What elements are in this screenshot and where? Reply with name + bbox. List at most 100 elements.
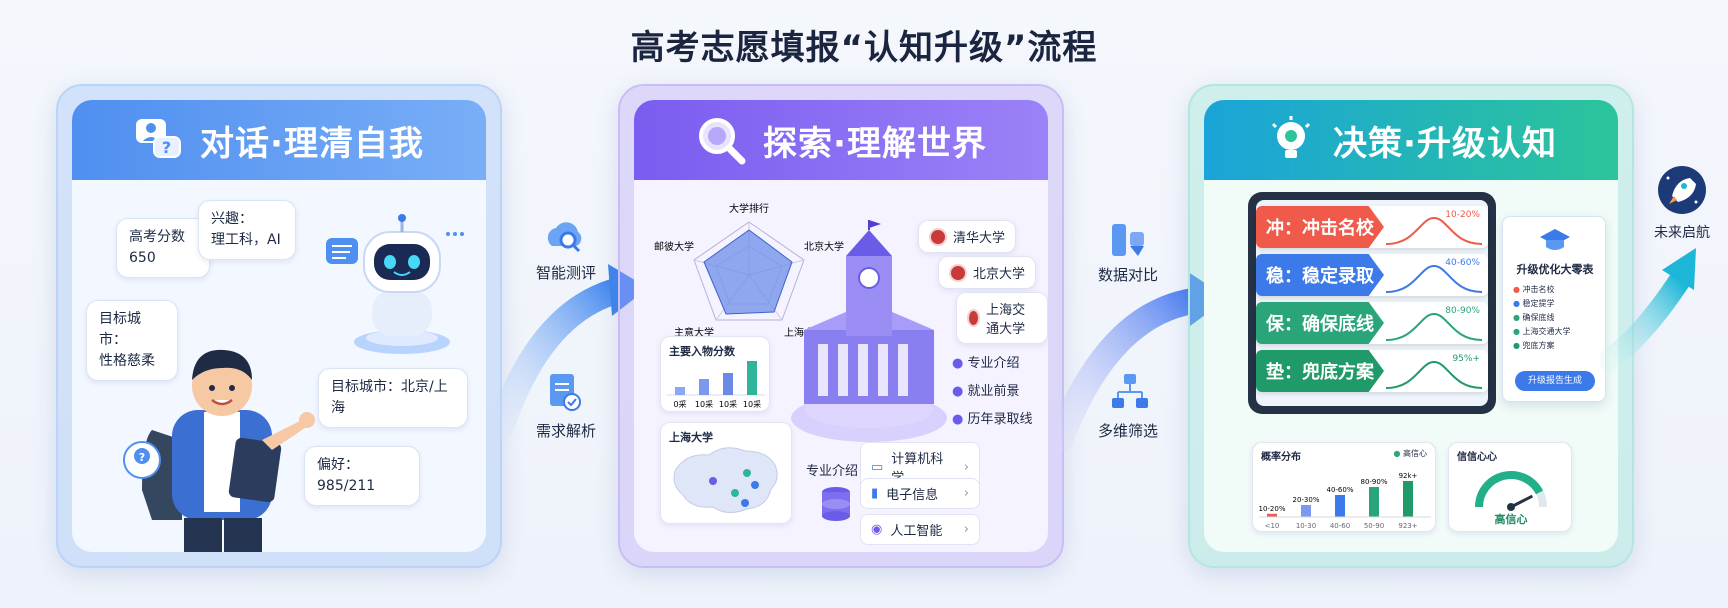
chat-question-icon: ? <box>136 119 182 158</box>
bubble-personality: 目标城市： 性格慈柔 <box>86 300 178 381</box>
label-future: 未来启航 <box>1654 225 1710 241</box>
majors-label: 专业介绍 <box>806 464 859 479</box>
probability-bar-label: 10-20% <box>1259 505 1286 513</box>
probability-bar-label: 92k+ <box>1399 472 1418 480</box>
radar-label-bottom-left: 主意大学 <box>674 326 714 339</box>
report-item: 上海交通大学 <box>1522 327 1571 336</box>
panel-explore-header: 探索·理解世界 <box>634 100 1048 180</box>
label-smart-assessment: 智能测评 <box>535 264 596 282</box>
confidence-label: 高信心 <box>1494 513 1528 526</box>
probability-tick: <10 <box>1265 522 1280 530</box>
generate-report-button[interactable]: 升级报告生成 <box>1515 371 1595 391</box>
majors-list: ▭ 计算机科学 › ▮ 电子信息 › ◉ 人工智能 › <box>860 442 990 545</box>
bubble-score: 高考分数 650 <box>116 218 210 278</box>
lightbulb-gear-icon <box>1271 116 1311 158</box>
strategy-label: 冲：冲击名校 <box>1256 206 1384 248</box>
monitor-icon: ▭ <box>871 459 884 475</box>
bubble-target-city: 目标城市：北京/上海 <box>318 368 468 428</box>
strategy-range: 40-60% <box>1445 258 1480 268</box>
bubble-preference: 偏好：985/211 <box>304 446 420 506</box>
panel-decision: 决策·升级认知 冲：冲击名校 10-20% 稳：稳定录取 40-60% 保：确保… <box>1188 84 1634 568</box>
university-tag-sjtu[interactable]: 上海交通大学 <box>956 292 1048 344</box>
hierarchy-filter-icon <box>1112 374 1148 408</box>
student-illustration: ? <box>123 349 315 552</box>
svg-text:?: ? <box>162 138 172 157</box>
major-item-ai[interactable]: ◉ 人工智能 › <box>860 514 980 545</box>
graduation-cap-icon <box>1540 229 1570 250</box>
map-card: 上海大学 <box>660 422 792 524</box>
panel-decision-header: 决策·升级认知 <box>1204 100 1618 180</box>
chevron-right-icon: › <box>963 522 969 537</box>
label-data-compare: 数据对比 <box>1097 266 1158 284</box>
map-pin <box>751 481 759 489</box>
brain-icon: ◉ <box>871 522 883 537</box>
strategy-label: 垫：兜底方案 <box>1256 350 1384 392</box>
strategy-range: 10-20% <box>1445 210 1480 220</box>
probability-bar-label: 20-30% <box>1293 496 1320 504</box>
score-bar <box>699 379 709 395</box>
panel-dialogue: ? 对话·理清自我 <box>56 84 502 568</box>
strategy-range: 95%+ <box>1452 354 1480 364</box>
strategy-rush[interactable]: 冲：冲击名校 10-20% <box>1256 206 1488 248</box>
strategy-backup[interactable]: 垫：兜底方案 95%+ <box>1256 350 1488 392</box>
map-title: 上海大学 <box>669 431 713 444</box>
probability-tick: 923+ <box>1398 522 1417 530</box>
university-seal-icon <box>929 227 947 246</box>
aspect-item: ● 专业介绍 <box>952 356 1020 371</box>
china-map <box>673 447 778 513</box>
university-seal-icon <box>949 263 967 282</box>
svg-text:?: ? <box>139 451 145 464</box>
confidence-card: 信信心心 高信心 <box>1448 442 1572 532</box>
report-item: 稳定提学 <box>1522 299 1555 308</box>
score-tick: 10采 <box>743 399 761 409</box>
bubble-interest: 兴趣： 理工科，AI <box>198 200 296 260</box>
report-item: 冲击名校 <box>1522 285 1555 294</box>
university-tag-tsinghua[interactable]: 清华大学 <box>918 220 1017 253</box>
strategy-range: 80-90% <box>1445 306 1480 316</box>
map-pin <box>741 499 749 507</box>
score-tick: 0采 <box>673 399 686 409</box>
report-item: 兜底方案 <box>1522 341 1555 350</box>
score-bar <box>723 373 733 395</box>
probability-bar <box>1369 487 1379 517</box>
score-chart-card: 主要入物分数 0采 10采 10采 10采 <box>660 336 770 412</box>
radar-label-top: 大学排行 <box>729 202 769 215</box>
database-icon <box>822 487 850 521</box>
major-item-ee[interactable]: ▮ 电子信息 › <box>860 478 980 509</box>
panel-dialogue-title: 对话·理清自我 <box>200 123 424 164</box>
gauge-hub <box>1507 503 1515 511</box>
page-title: 高考志愿填报“认知升级”流程 <box>630 28 1098 68</box>
strategy-label: 保：确保底线 <box>1256 302 1384 344</box>
probability-chart: 10-20%<1020-30%10-3040-60%40-6080-90%50-… <box>1259 472 1431 530</box>
confidence-title: 信信心心 <box>1457 452 1497 463</box>
report-title: 升级优化大零表 <box>1516 263 1594 276</box>
rocket-icon <box>1658 166 1706 214</box>
chip-icon: ▮ <box>871 486 879 501</box>
tablet-frame: 冲：冲击名校 10-20% 稳：稳定录取 40-60% 保：确保底线 80-90… <box>1248 192 1496 414</box>
university-seal-icon <box>967 309 981 327</box>
panel-explore: 探索·理解世界 大学排行 北京大学 上海大学 主意大学 邮彼大学 主要入物分数 <box>618 84 1064 568</box>
score-bar <box>747 361 757 395</box>
map-pin <box>743 469 751 477</box>
report-item: 确保底线 <box>1522 313 1555 322</box>
strategy-safe[interactable]: 保：确保底线 80-90% <box>1256 302 1488 344</box>
score-bar <box>675 387 685 395</box>
strategy-stable[interactable]: 稳：稳定录取 40-60% <box>1256 254 1488 296</box>
probability-tick: 10-30 <box>1296 522 1316 530</box>
aspect-item: ● 就业前景 <box>952 384 1020 399</box>
smart-assessment-icon <box>547 222 582 253</box>
university-tag-peking[interactable]: 北京大学 <box>938 256 1037 289</box>
score-chart: 0采 10采 10采 10采 <box>667 361 765 409</box>
probability-tick: 40-60 <box>1330 522 1350 530</box>
radar-label-left: 邮彼大学 <box>654 240 694 253</box>
bell-curve <box>1386 216 1482 245</box>
probability-bar-label: 40-60% <box>1327 486 1354 494</box>
label-demand-analysis: 需求解析 <box>535 422 596 440</box>
probability-bar <box>1403 481 1413 517</box>
search-icon <box>699 118 746 165</box>
score-tick: 10采 <box>695 399 713 409</box>
report-card: 升级优化大零表 ● 冲击名校 ● 稳定提学 ● 确保底线 ● 上海交通大学 ● … <box>1502 216 1606 402</box>
map-pin <box>731 489 739 497</box>
map-pin <box>709 477 717 485</box>
